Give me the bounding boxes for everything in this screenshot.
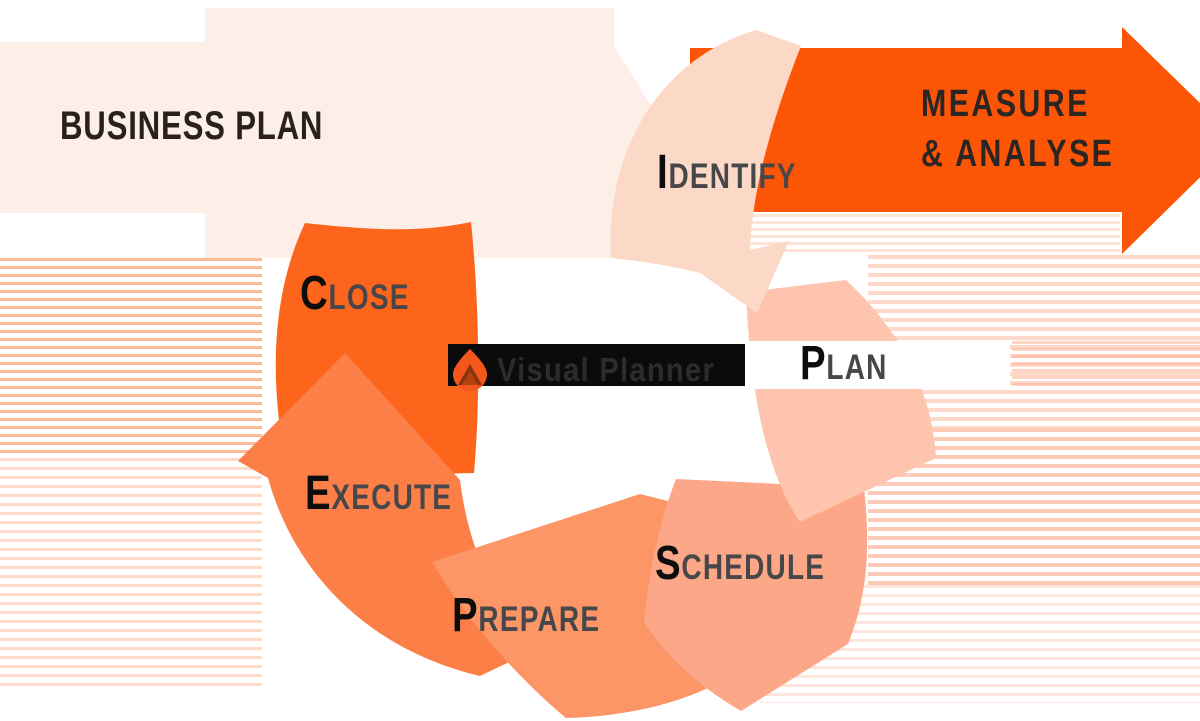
- close-initial: C: [300, 267, 329, 320]
- logo-wordmark: Visual Planner: [497, 351, 716, 388]
- flame-icon: [453, 349, 487, 391]
- logo-bar: [448, 344, 745, 386]
- identify-initial: I: [657, 146, 669, 199]
- close-rest: LOSE: [328, 278, 410, 317]
- schedule-initial: S: [655, 537, 682, 590]
- measure-analyse-arrow: [690, 27, 1200, 254]
- measure-line1: MEASURE: [921, 83, 1090, 125]
- prepare-initial: P: [452, 589, 479, 642]
- measure-line2: & ANALYSE: [921, 133, 1115, 175]
- prepare-rest: REPARE: [478, 600, 601, 639]
- plan-rest: LAN: [826, 348, 888, 387]
- cycle-segment-schedule: [644, 479, 868, 711]
- plan-initial: P: [800, 337, 827, 390]
- business-plan-label: BUSINESS PLAN: [60, 104, 324, 148]
- business-plan-banner-upper: [205, 8, 666, 258]
- cycle-segment-identify: [610, 30, 801, 313]
- measure-analyse-label: MEASURE & ANALYSE: [921, 79, 1114, 179]
- execute-rest: XECUTE: [331, 478, 453, 517]
- schedule-rest: CHEDULE: [681, 548, 826, 587]
- execute-initial: E: [305, 467, 332, 520]
- identify-rest: DENTIFY: [668, 157, 797, 196]
